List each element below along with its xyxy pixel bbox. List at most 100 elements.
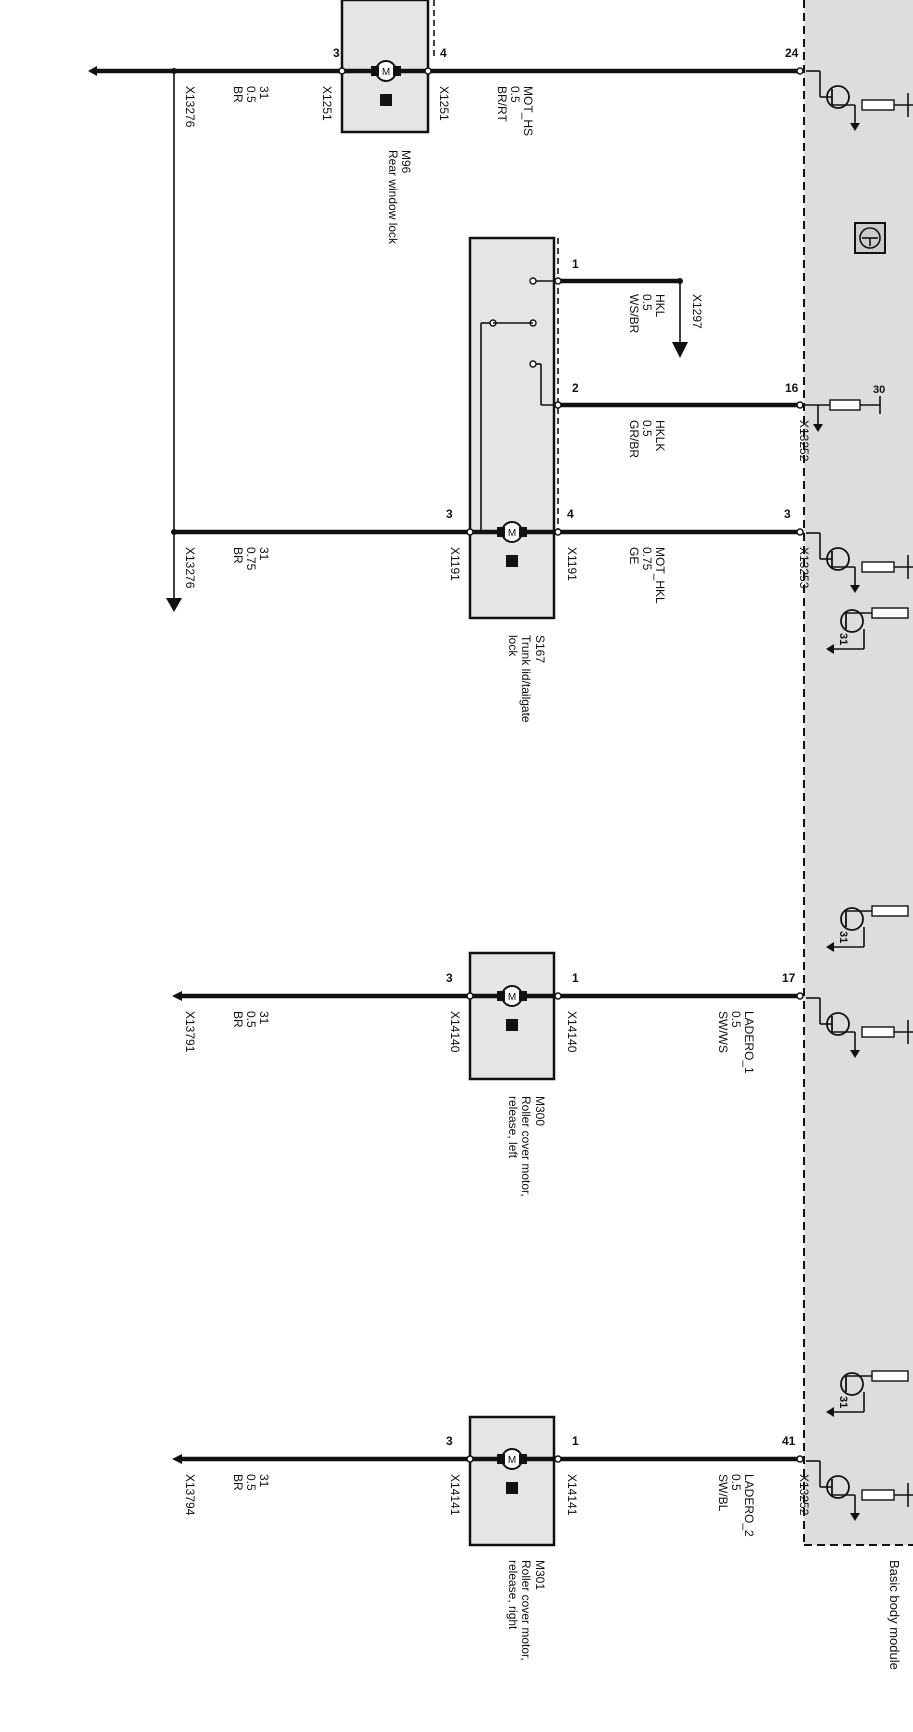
module-conn-x13252a: X13252 xyxy=(797,420,811,462)
module-pin-17: 17 xyxy=(782,971,796,985)
m301-conn-left: X14141 xyxy=(448,1474,462,1516)
mot-hkl-signal: MOT_HKL xyxy=(653,547,667,604)
ladero2-gauge: 0.5 xyxy=(729,1474,743,1491)
gnd2-gauge: 0.75 xyxy=(244,547,258,571)
m300-pin-3: 3 xyxy=(446,971,453,985)
m300-body xyxy=(468,951,556,1081)
m96-pin-3: 3 xyxy=(333,46,340,60)
ground-arrow-icon xyxy=(172,1454,182,1464)
s167-pin-3: 3 xyxy=(446,507,453,521)
gnd4-gauge: 0.5 xyxy=(244,1474,258,1491)
module-conn-x13252b: X13252 xyxy=(797,1474,811,1516)
module-pin-3: 3 xyxy=(784,507,791,521)
ladero2-signal: LADERO_2 xyxy=(742,1474,756,1537)
gnd3-gauge: 0.5 xyxy=(244,1011,258,1028)
s167-conn-left: X1191 xyxy=(448,547,462,581)
gnd3-term: 31 xyxy=(257,1011,271,1025)
gnd1-color: BR xyxy=(231,86,245,103)
hkl-gauge: 0.5 xyxy=(640,294,654,311)
m300-pin-1: 1 xyxy=(572,971,579,985)
gnd3-conn: X13791 xyxy=(183,1011,197,1053)
gnd2-conn: X13276 xyxy=(183,547,197,589)
motor-sensor-icon xyxy=(506,555,518,567)
m301-id: M301 xyxy=(533,1560,547,1590)
module-conn-x13253: X13253 xyxy=(797,547,811,589)
hklk-signal: HKLK xyxy=(653,420,667,451)
m96-conn-left: X1251 xyxy=(320,86,334,121)
gnd2-term: 31 xyxy=(257,547,271,561)
hkl-color: WS/BR xyxy=(627,294,641,334)
s167-id: S167 xyxy=(533,635,547,663)
m96-pin-4: 4 xyxy=(440,46,447,60)
module-pin-41: 41 xyxy=(782,1434,796,1448)
ground-arrow-icon xyxy=(88,66,97,76)
ground-31-label: 31 xyxy=(837,931,849,943)
hklk-color: GR/BR xyxy=(627,420,641,458)
mot-hs-gauge: 0.5 xyxy=(508,86,522,103)
gnd1-gauge: 0.5 xyxy=(244,86,258,103)
m300-name-1: Roller cover motor, xyxy=(519,1096,533,1197)
s167-pin-1: 1 xyxy=(572,257,579,271)
m300-conn-left: X14140 xyxy=(448,1011,462,1053)
ground-31-label: 31 xyxy=(837,633,849,645)
ladero1-gauge: 0.5 xyxy=(729,1011,743,1028)
ladero2-color: SW/BL xyxy=(716,1474,730,1512)
m96-conn-right: X1251 xyxy=(437,86,451,121)
row-s167: 1 X1297 HKL 0.5 WS/BR 2 16 HKLK 0.5 GR/B… xyxy=(166,236,885,723)
module-label: Basic body module xyxy=(887,1560,902,1670)
ladero1-color: SW/WS xyxy=(716,1011,730,1053)
row-m300: M 3 1 17 X14140 X14140 LADERO_1 0.5 SW/W… xyxy=(172,951,804,1197)
gnd4-term: 31 xyxy=(257,1474,271,1488)
module-pin-16: 16 xyxy=(785,381,799,395)
motor-letter: M xyxy=(508,528,516,539)
module-fill xyxy=(804,0,913,1545)
module-bus-icon xyxy=(854,222,886,254)
mot-hkl-color: GE xyxy=(627,547,641,564)
m301-conn-right: X14141 xyxy=(565,1474,579,1516)
motor-sensor-icon xyxy=(506,1019,518,1031)
transistor-icon xyxy=(840,907,864,931)
ground-31-label: 31 xyxy=(837,1396,849,1408)
arrow-down-icon xyxy=(672,342,688,358)
ground-arrow-icon xyxy=(172,991,182,1001)
motor-letter: M xyxy=(508,992,516,1003)
m96-id: M96 xyxy=(399,150,413,174)
hkl-conn: X1297 xyxy=(690,294,704,329)
transistor-icon xyxy=(840,1372,864,1396)
motor-letter: M xyxy=(382,67,390,78)
m301-body xyxy=(468,1415,556,1547)
s167-pin-4: 4 xyxy=(567,507,574,521)
motor-letter: M xyxy=(508,1455,516,1466)
m301-name-2: release, right xyxy=(506,1560,520,1630)
gnd1-conn: X13276 xyxy=(183,86,197,128)
row-m96: M 3 4 24 X1251 X1251 31 0.5 BR X13276 MO… xyxy=(88,0,804,532)
m96-name: Rear window lock xyxy=(386,150,400,245)
s167-name-1: Trunk lid/tailgate xyxy=(519,635,533,723)
m300-name-2: release, left xyxy=(506,1096,520,1159)
m300-id: M300 xyxy=(533,1096,547,1126)
s167-body xyxy=(468,236,556,620)
m301-pin-1: 1 xyxy=(572,1434,579,1448)
motor-sensor-icon xyxy=(506,1482,518,1494)
mot-hs-color: BR/RT xyxy=(495,86,509,122)
module-pin-24: 24 xyxy=(785,46,799,60)
hklk-gauge: 0.5 xyxy=(640,420,654,437)
gnd3-color: BR xyxy=(231,1011,245,1028)
transistor-icon xyxy=(840,609,864,633)
mot-hkl-gauge: 0.75 xyxy=(640,547,654,571)
mot-hs-signal: MOT_HS xyxy=(521,86,535,136)
m301-name-1: Roller cover motor, xyxy=(519,1560,533,1661)
hkl-signal: HKL xyxy=(653,294,667,318)
m301-pin-3: 3 xyxy=(446,1434,453,1448)
gnd4-color: BR xyxy=(231,1474,245,1491)
basic-body-module: Basic body module xyxy=(803,0,913,1670)
gnd1-term: 31 xyxy=(257,86,271,100)
s167-pin-2: 2 xyxy=(572,381,579,395)
ladero1-signal: LADERO_1 xyxy=(742,1011,756,1074)
row-m301: M 3 1 41 X14141 X14141 X13252 LADERO_2 0… xyxy=(172,1415,811,1661)
s167-conn-right: X1191 xyxy=(565,547,579,581)
s167-name-2: lock xyxy=(506,635,520,657)
m300-conn-right: X14140 xyxy=(565,1011,579,1053)
gnd4-conn: X13794 xyxy=(183,1474,197,1516)
